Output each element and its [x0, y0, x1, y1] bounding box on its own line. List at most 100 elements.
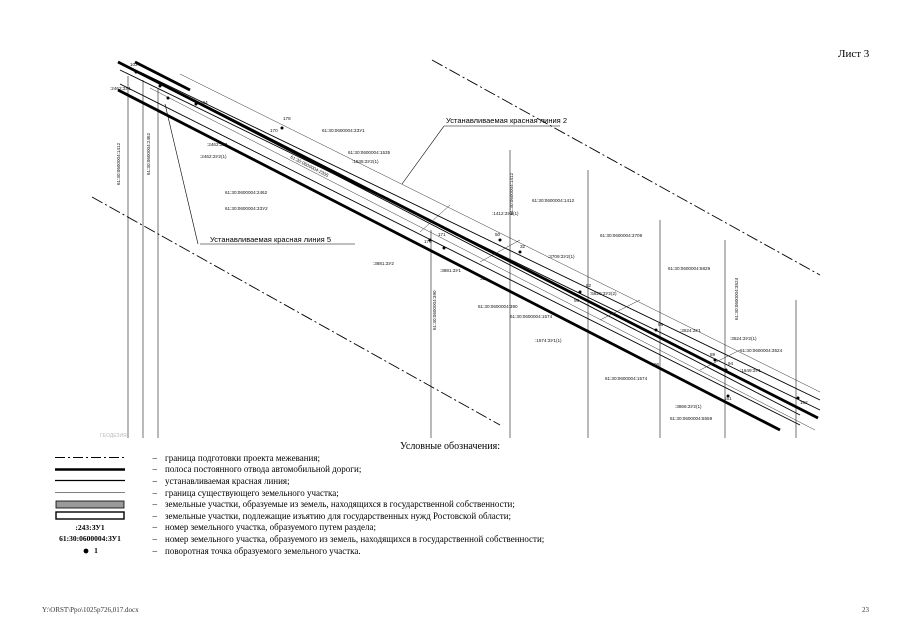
- red-line: [119, 83, 801, 426]
- legend-row: – земельные участки, подлежащие изъятию …: [55, 510, 775, 522]
- legend-row: :243:ЗУ1 – номер земельного участка, обр…: [55, 522, 775, 534]
- legend-dash: –: [152, 533, 158, 544]
- point-label: 161: [724, 396, 732, 401]
- legend-title: Условные обозначения:: [400, 441, 501, 452]
- parcel-label: :1574:ЗУ1(1): [535, 338, 562, 343]
- turning-point: [194, 102, 198, 106]
- legend-symbol-dash-dot: [55, 452, 125, 463]
- footer-page-number: 23: [862, 606, 869, 614]
- parcel-label: :2462:ЗУ1: [207, 142, 228, 147]
- point-label: 102: [130, 62, 138, 67]
- callout-leader: [164, 103, 199, 245]
- legend-dash: –: [152, 510, 158, 521]
- legend-text: граница подготовки проекта межевания;: [165, 452, 321, 463]
- legend-dash: –: [152, 464, 158, 475]
- legend-symbol-text: 1: [94, 546, 98, 556]
- parcel-label: :5829:ЗУ2(2): [590, 291, 617, 296]
- legend-symbol-text: :243:ЗУ1: [75, 522, 105, 532]
- parcel-label: :3866:ЗУ2(1): [675, 404, 702, 409]
- legend-symbol-medium: [55, 475, 125, 486]
- parcel-label: 61:30:0600004:390: [478, 304, 518, 309]
- legend-symbol-open-box: [55, 510, 125, 521]
- legend-symbol-thick: [55, 464, 125, 475]
- legend-symbol-state-number: 61:30:0600004:ЗУ1: [55, 533, 125, 544]
- parcel-label: 61:30:0600004:3524: [740, 348, 783, 353]
- parcel-label: :1535:ЗУ2(1): [352, 159, 379, 164]
- parcel-boundary: [149, 87, 816, 431]
- parcel-label: :3881:ЗУ2: [373, 261, 394, 266]
- parcel-boundary: [139, 71, 821, 401]
- parcel-boundary: [419, 204, 451, 233]
- parcel-label: :2462:ЗУ2(1): [200, 154, 227, 159]
- legend-dash: –: [152, 545, 158, 556]
- point-label: 170: [424, 239, 432, 244]
- point-label: 104: [200, 100, 208, 105]
- turning-point: [654, 328, 658, 332]
- parcel-label: 61:30:0600004:2462: [146, 132, 151, 175]
- turning-point: [134, 70, 138, 74]
- parcel-label: 61:30:0600004:3709: [600, 233, 643, 238]
- parcel-label: 61:30:0600004:3ЗУ1: [322, 128, 365, 133]
- turning-point: [442, 246, 446, 250]
- parcel-label: 61:30:0600004:5829: [668, 266, 711, 271]
- legend-row: – граница существующего земельного участ…: [55, 487, 775, 499]
- parcel-label: :3709:ЗУ2(1): [548, 254, 575, 259]
- parcel-boundary: [599, 299, 641, 321]
- point-label: 96: [654, 362, 660, 367]
- parcel-label: 61:30:0600004:1535: [348, 150, 391, 155]
- turning-point: [578, 290, 582, 294]
- parcel-label: :1649:ЗУ1: [740, 368, 761, 373]
- turning-point: [726, 394, 730, 398]
- footer-file-path: Y:\ORST\Ppo\1025p726,017.docx: [42, 606, 139, 614]
- legend-row: – земельные участки, образуемые из земел…: [55, 498, 775, 510]
- legend-dash: –: [152, 487, 158, 498]
- point-label: 50: [495, 232, 501, 237]
- legend-text: устанавливаемая красная линия;: [165, 475, 290, 486]
- legend-text: полоса постоянного отвода автомобильной …: [165, 464, 362, 475]
- parcel-label: 61:30:0600004:3524: [734, 277, 739, 320]
- turning-point: [428, 238, 432, 242]
- legend-row: – устанавливаемая красная линия;: [55, 475, 775, 487]
- parcel-label: :3524:ЗУ2(1): [730, 336, 757, 341]
- road-right-of-way-line: [134, 60, 191, 92]
- point-label: 32: [520, 244, 526, 249]
- turning-point: [498, 238, 502, 242]
- legend-row: 1 – поворотная точка образуемого земельн…: [55, 545, 775, 557]
- parcel-label: 61:30:0600004:1574: [510, 314, 553, 319]
- point-label: 86: [658, 322, 664, 327]
- point-label: 89: [710, 352, 716, 357]
- turning-point: [713, 358, 717, 362]
- parcel-label: 61:30:0600004:1574: [605, 376, 648, 381]
- parcel-label: :1412:ЗУ2(1): [492, 211, 519, 216]
- legend-symbol-point: 1: [55, 545, 125, 556]
- parcel-boundary: [699, 349, 741, 371]
- point-label: 171: [438, 232, 446, 237]
- legend-text: номер земельного участка, образуемого из…: [165, 533, 545, 544]
- red-line: [119, 69, 821, 411]
- parcel-label: :3524:ЗУ1: [680, 328, 701, 333]
- point-label: 170: [270, 128, 278, 133]
- legend: – граница подготовки проекта межевания; …: [55, 452, 775, 556]
- legend-dash: –: [152, 452, 158, 463]
- parcel-label: 61:30:0600004:5559: [670, 416, 713, 421]
- legend-row: 61:30:0600004:ЗУ1 – номер земельного уча…: [55, 533, 775, 545]
- legend-symbol-hatched-box: [55, 499, 125, 510]
- sheet-label: Лист 3: [838, 48, 870, 60]
- parcel-boundary: [159, 83, 801, 416]
- legend-dash: –: [152, 499, 158, 510]
- turning-point: [158, 84, 162, 88]
- legend-text: земельные участки, образуемые из земель,…: [165, 499, 515, 510]
- callout-leader: [401, 125, 445, 185]
- project-boundary-line: [431, 59, 821, 276]
- point-label: 98: [574, 298, 580, 303]
- legend-symbol-text: 61:30:0600004:ЗУ1: [59, 534, 121, 544]
- parcel-boundary: [479, 239, 521, 263]
- callout-red-line-2: Устанавливаемая красная линия 2: [446, 116, 567, 125]
- road-right-of-way-line: [117, 60, 819, 420]
- road-right-of-way-line: [117, 88, 781, 432]
- point-label: 82: [586, 283, 592, 288]
- turning-point: [280, 126, 284, 130]
- legend-dash: –: [152, 475, 158, 486]
- project-boundary-line: [91, 196, 501, 426]
